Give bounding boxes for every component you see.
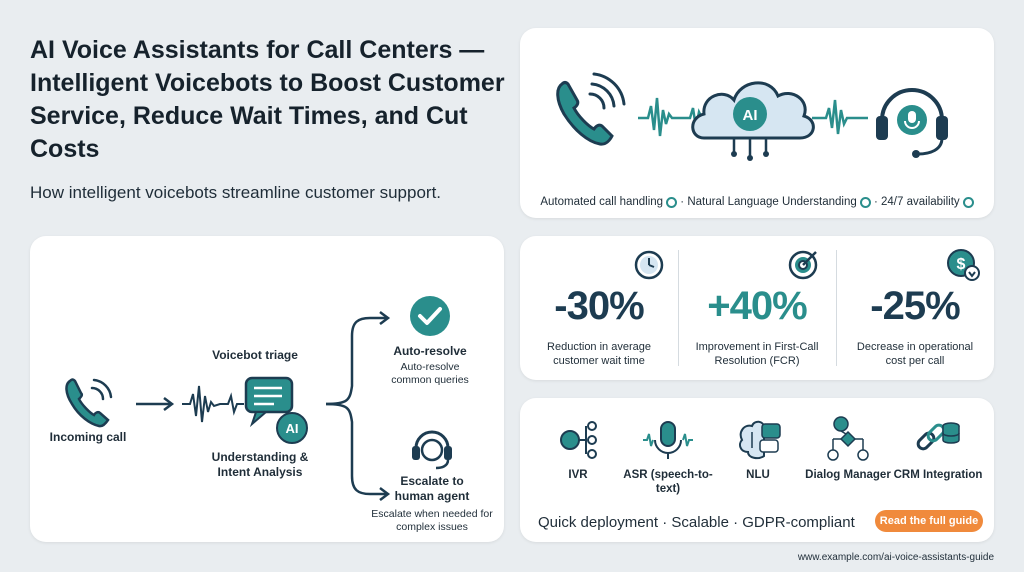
incoming-call-label: Incoming call	[49, 430, 127, 444]
ai-badge-icon	[276, 412, 308, 444]
hero-card: AI Automated call handling ·	[520, 28, 994, 218]
triage-label: Voicebot triage	[212, 348, 298, 362]
microphone-icon	[643, 421, 693, 459]
feature-label: Automated call handling	[540, 196, 664, 208]
flowchart-icon	[827, 416, 869, 461]
stat-wait-time: -30% Reduction in average customer wait …	[520, 236, 678, 380]
phone-icon	[556, 72, 626, 146]
waveform-right	[812, 99, 868, 135]
stat-value: -30%	[554, 284, 644, 328]
stat-value: -25%	[870, 284, 960, 328]
branch-arrows	[325, 311, 391, 501]
target-icon	[788, 250, 818, 280]
escalate-desc: Escalate when needed for complex issues	[371, 508, 493, 533]
escalate-title: Escalate to human agent	[394, 474, 470, 503]
read-guide-button[interactable]: Read the full guide	[875, 510, 983, 532]
globe-icon	[962, 196, 974, 208]
ivr-icon	[560, 421, 597, 459]
tagline: Quick deployment · Scalable · GDPR-compl…	[538, 514, 855, 531]
clock-icon	[634, 250, 664, 280]
feature-separator: ·	[680, 196, 685, 208]
feature-label: 24/7 availability	[881, 196, 960, 208]
arrow-to-triage	[136, 397, 175, 411]
headset-icon	[876, 88, 948, 158]
triage-waveform	[182, 385, 244, 423]
stats-card: -30% Reduction in average customer wait …	[520, 236, 994, 380]
understanding-label: Understanding & Intent Analysis	[211, 450, 309, 479]
stat-divider	[678, 250, 679, 366]
feature-nlu: Natural Language Understanding	[687, 196, 871, 208]
footer-url[interactable]: www.example.com/ai-voice-assistants-guid…	[797, 552, 994, 563]
speech-bubble-icon	[244, 376, 294, 428]
feature-label: Natural Language Understanding	[687, 196, 857, 208]
brain-icon	[739, 420, 781, 460]
auto-resolve-desc: Auto-resolve common queries	[391, 361, 469, 386]
component-label: ASR (speech-to-text)	[623, 469, 713, 495]
stat-label: Improvement in First-Call Resolution (FC…	[695, 341, 819, 367]
svg-text:$: $	[957, 256, 966, 273]
components-card: IVR ASR (speech-to-text) NLU	[520, 398, 994, 542]
feature-automated: Automated call handling	[540, 196, 678, 208]
stat-fcr: +40% Improvement in First-Call Resolutio…	[678, 236, 836, 380]
cloud-ai-label: AI	[743, 107, 758, 124]
ai-badge-label: AI	[286, 421, 299, 436]
component-label: NLU	[746, 469, 770, 481]
component-label: CRM Integration	[893, 469, 983, 481]
feature-availability: 24/7 availability	[881, 196, 974, 208]
flow-card: AI Incoming call Voicebot triage Underst…	[30, 236, 504, 542]
dollar-down-icon: $	[947, 249, 980, 281]
page-title: AI Voice Assistants for Call Centers — I…	[30, 36, 505, 163]
agent-headset-icon	[412, 430, 452, 470]
incoming-phone-icon	[65, 378, 113, 428]
page-subtitle: How intelligent voicebots streamline cus…	[30, 183, 442, 202]
stat-label: Decrease in operational cost per call	[856, 341, 974, 367]
ai-cloud-icon: AI	[691, 81, 815, 161]
auto-resolve-title: Auto-resolve	[393, 344, 467, 358]
component-label: Dialog Manager	[805, 469, 891, 481]
stat-divider	[836, 250, 837, 366]
gear-icon	[666, 196, 678, 208]
feature-separator: ·	[873, 196, 878, 208]
hero-illustration: AI	[556, 72, 948, 161]
chain-database-icon	[916, 422, 960, 451]
stat-cost: $ -25% Decrease in operational cost per …	[836, 236, 994, 380]
stat-value: +40%	[707, 284, 807, 328]
hero-features: Automated call handling · Natural Langua…	[520, 196, 994, 208]
brain-icon	[859, 196, 871, 208]
flow-diagram: AI	[65, 296, 452, 501]
check-icon	[410, 296, 450, 336]
component-label: IVR	[568, 469, 588, 481]
stat-label: Reduction in average customer wait time	[547, 341, 651, 367]
